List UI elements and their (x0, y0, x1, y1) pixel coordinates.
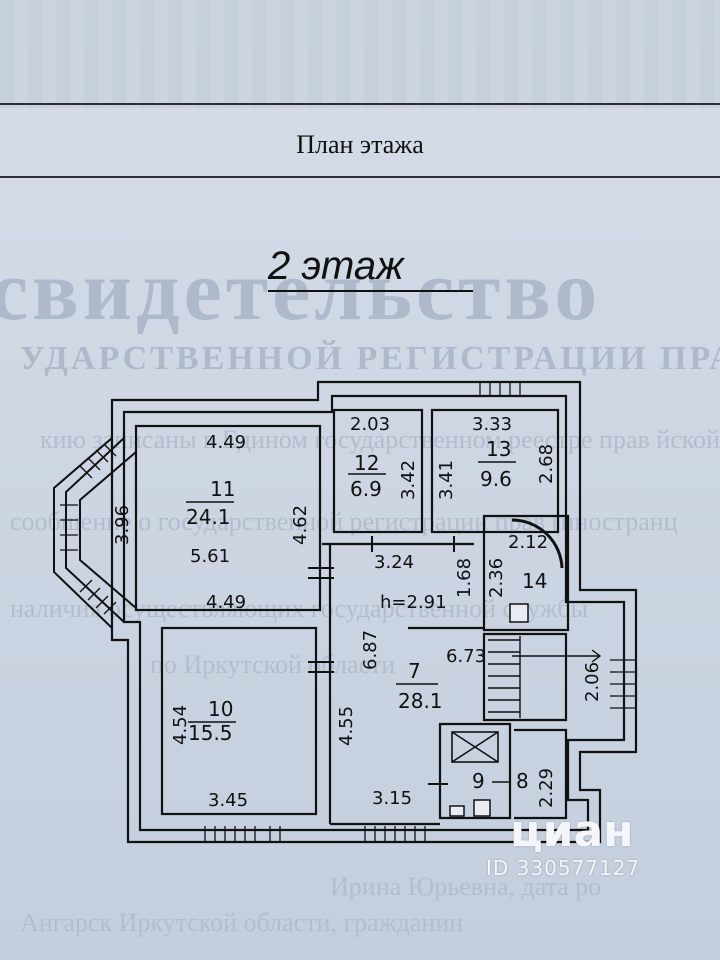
room-10-area: 15.5 (188, 721, 233, 745)
dim-hall-a: 1.68 (454, 558, 475, 598)
background-line: Ирина Юрьевна, дата ро (330, 872, 602, 901)
dim-r12-right: 3.42 (398, 460, 419, 500)
room-13-number: 13 (486, 437, 511, 461)
header-rule-top (0, 103, 720, 105)
room-10-number: 10 (208, 697, 233, 721)
room-13-area: 9.6 (480, 467, 512, 491)
dim-r11-mid: 5.61 (190, 546, 230, 567)
dim-r7-b: 6.73 (446, 646, 486, 667)
dim-r10-bottom: 3.45 (208, 790, 248, 811)
room-9-number: 9 (472, 769, 485, 793)
dim-r13-top: 3.33 (472, 414, 512, 435)
interior-walls (134, 408, 570, 826)
door-openings (308, 536, 455, 785)
dim-r7-e: 3.15 (372, 788, 412, 809)
dim-r11-top: 4.49 (206, 432, 246, 453)
dim-r10-left: 4.54 (170, 705, 191, 745)
staircase (488, 636, 602, 718)
dim-r7-c: 2.06 (582, 662, 603, 702)
background-watermark-mid: УДАРСТВЕННОЙ РЕГИСТРАЦИИ ПРА (20, 340, 720, 377)
header-rule-bottom (0, 176, 720, 178)
room-14-number: 14 (522, 569, 547, 593)
sanitary-fixtures (449, 603, 529, 817)
dim-r7-d: 4.55 (336, 706, 357, 746)
floor-label: 2 этаж (268, 244, 404, 288)
background-line: кию записаны в Едином государственном ре… (40, 425, 720, 454)
dim-hall-b: 2.36 (486, 558, 507, 598)
room-12-number: 12 (354, 451, 379, 475)
page-title: План этажа (296, 130, 424, 159)
background-line: по Иркутской области (150, 650, 396, 679)
outer-walls (110, 380, 638, 844)
ornament-band (0, 0, 720, 108)
dim-r7-a: 6.87 (360, 630, 381, 670)
ceiling-height: h=2.91 (380, 592, 447, 613)
room-11-area: 24.1 (186, 505, 231, 529)
room-8-number: 8 (516, 769, 529, 793)
dim-r11-left: 3.96 (112, 505, 133, 545)
door-swing (511, 518, 564, 569)
room-labels: 11 24.1 10 15.5 12 6.9 13 9.6 14 7 28.1 … (186, 437, 547, 793)
dimension-labels: 4.49 4.49 5.61 3.96 4.62 4.54 3.45 2.03 … (112, 414, 603, 811)
dim-r8-right: 2.29 (536, 768, 557, 808)
cian-watermark-id: ID 330577127 (486, 856, 641, 880)
dim-hall-top: 3.24 (374, 552, 414, 573)
background-line: Ангарск Иркутской области, гражданин (20, 908, 464, 937)
dim-r11-bottom: 4.49 (206, 592, 246, 613)
room-11-number: 11 (210, 477, 235, 501)
room-7-area: 28.1 (398, 689, 443, 713)
cian-watermark-logo: циан (510, 806, 634, 857)
background-line: наличия осуществляющих государственной с… (10, 594, 588, 623)
dim-r13-right: 2.68 (536, 444, 557, 484)
dim-r12-left2: 3.41 (436, 460, 457, 500)
dim-r11-right: 4.62 (290, 505, 311, 545)
floor-label-underline (268, 290, 473, 292)
window-hatching (60, 382, 636, 842)
room-12-area: 6.9 (350, 477, 382, 501)
dim-stair-top: 2.12 (508, 532, 548, 553)
dim-r12-top: 2.03 (350, 414, 390, 435)
ventilation-shaft (451, 731, 499, 763)
room-7-number: 7 (408, 659, 421, 683)
